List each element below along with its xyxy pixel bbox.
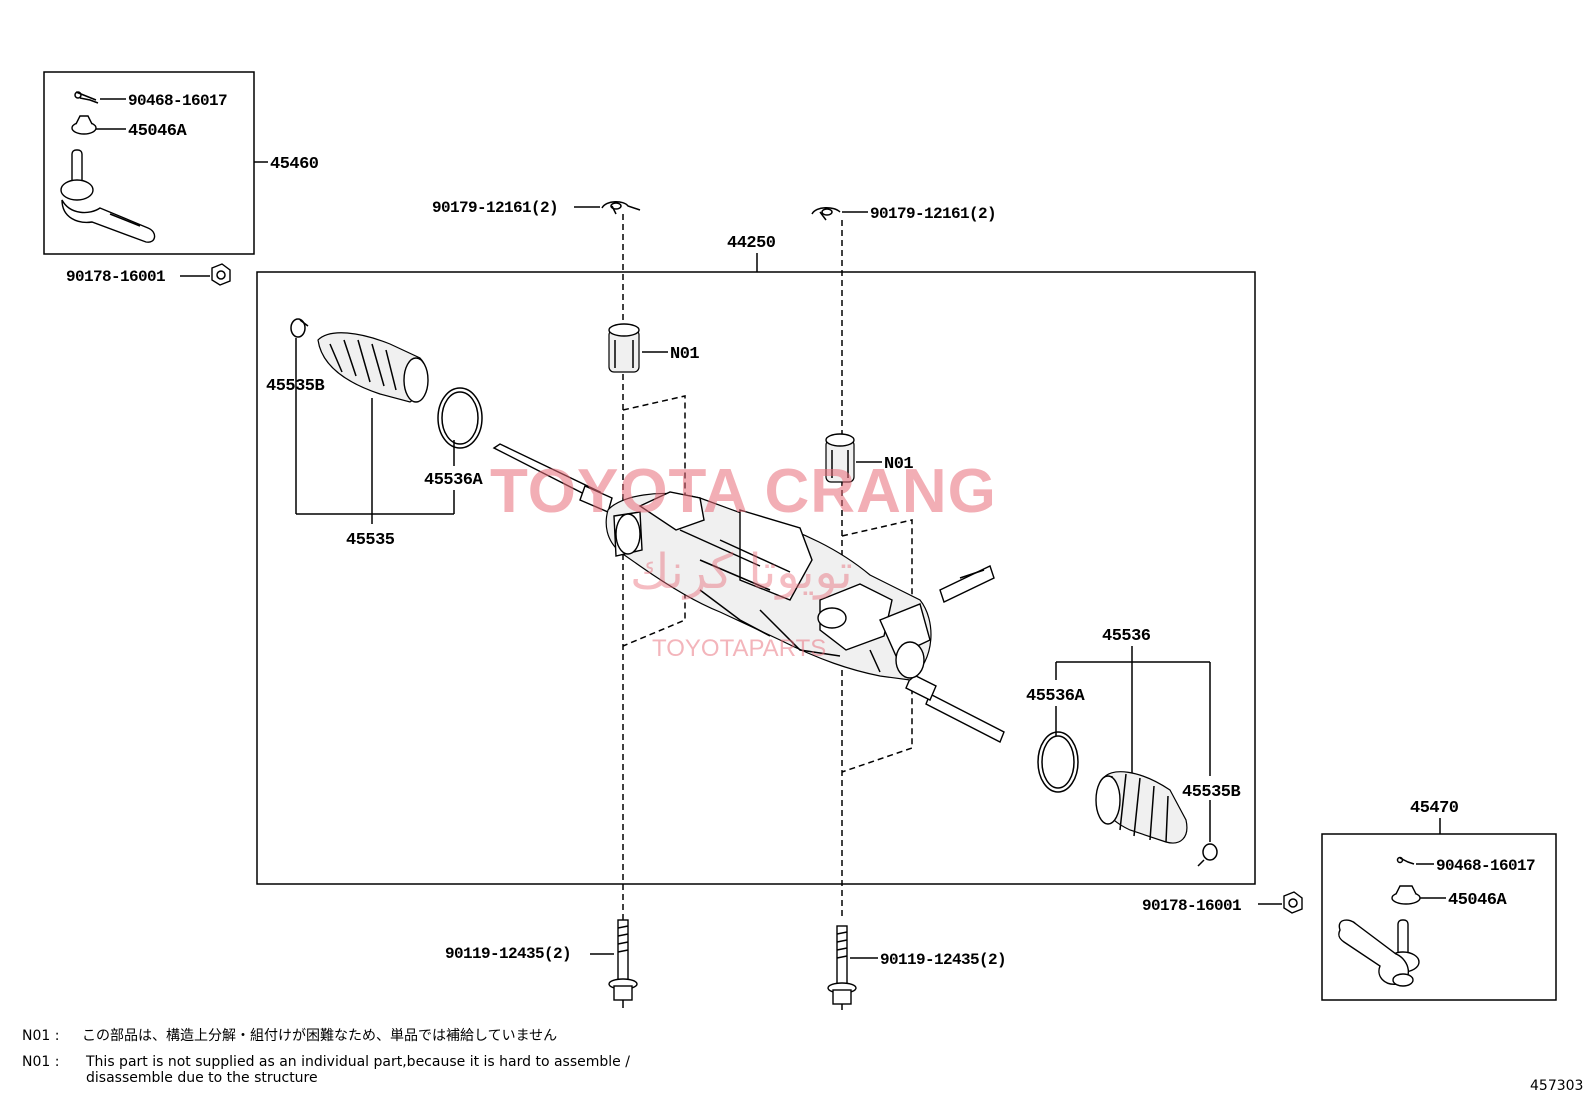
nut-right-group: 90178-16001: [1142, 891, 1303, 915]
bushing-upper-icon: [608, 323, 640, 373]
note-en-line1: This part is not supplied as an individu…: [85, 1054, 630, 1070]
band-left-label: 45536A: [424, 471, 484, 490]
boot-set-right-group: 45536 45536A 45535B: [1026, 627, 1241, 867]
note-jp-key: N01 :: [22, 1028, 59, 1044]
tie-rod-end-left-icon: [60, 149, 156, 243]
bushing-lower-icon: [825, 433, 855, 483]
hex-nut-right-icon: [1283, 891, 1303, 914]
watermark-site: TOYOTAPARTS: [652, 635, 826, 662]
cotter-pin-left-icon: [74, 91, 99, 104]
gear-assy-label: 44250: [727, 234, 776, 253]
figure-id: 457303: [1530, 1078, 1583, 1094]
bushing-lower-label: N01: [884, 455, 913, 474]
boot-set-left-group: 45535B 45536A 45535: [266, 318, 484, 550]
clip-left-group: 90179-12161(2): [432, 199, 641, 217]
band-left-icon: [437, 387, 483, 449]
tie-rod-end-left-box: [43, 71, 255, 255]
note-en-key: N01 :: [22, 1054, 59, 1070]
tie-rod-end-right-label: 45470: [1410, 799, 1459, 818]
watermark: TOYOTA CRANG تويوتا كرنك TOYOTAPARTS: [490, 457, 997, 662]
tie-rod-end-left-group: 90468-16017 45046A 45460: [43, 71, 319, 255]
boot-right-icon: [1095, 771, 1188, 844]
tie-rod-end-right-box: [1321, 833, 1557, 1001]
gear-assy-group: 44250: [256, 234, 1256, 885]
nut-right-label: 90178-16001: [1142, 897, 1241, 915]
castle-nut-right-label: 45046A: [1448, 891, 1508, 910]
clamp-right-label: 45535B: [1182, 783, 1241, 802]
bushing-upper-label: N01: [670, 345, 699, 364]
boot-set-right-label: 45536: [1102, 627, 1151, 646]
bushing-upper-group: N01: [608, 323, 700, 373]
clip-right-group: 90179-12161(2): [811, 205, 997, 223]
boot-left-icon: [317, 332, 429, 403]
castle-nut-left-icon: [71, 115, 97, 135]
note-en-line2: disassemble due to the structure: [86, 1070, 318, 1086]
castle-nut-left-label: 45046A: [128, 122, 188, 141]
clip-right-label: 90179-12161(2): [870, 205, 996, 223]
nut-left-label: 90178-16001: [66, 268, 165, 286]
hex-nut-left-icon: [211, 263, 231, 286]
clip-left-icon: [601, 201, 641, 215]
cotter-pin-right-icon: [1396, 856, 1415, 865]
band-right-icon: [1037, 731, 1079, 793]
watermark-arabic: تويوتا كرنك: [630, 544, 853, 600]
bolt-right-icon: [827, 925, 857, 1010]
bolt-right-group: 90119-12435(2): [827, 925, 1007, 1010]
gear-assy-box: [256, 271, 1256, 885]
bolt-left-group: 90119-12435(2): [445, 919, 638, 1008]
tie-rod-end-right-group: 45470 90468-16017 45046A: [1321, 799, 1557, 1001]
note-jp-text: この部品は、構造上分解・組付けが困難なため、単品では補給していません: [82, 1028, 557, 1044]
tie-rod-end-right-icon: [1338, 919, 1420, 987]
clip-left-label: 90179-12161(2): [432, 199, 558, 217]
clamp-right-icon: [1197, 843, 1218, 867]
bolt-left-label: 90119-12435(2): [445, 945, 571, 963]
nut-left-group: 90178-16001: [66, 263, 231, 286]
steering-rack-icon: [492, 443, 1005, 743]
footnotes: N01 : この部品は、構造上分解・組付けが困難なため、単品では補給していません…: [22, 1028, 630, 1086]
bolt-right-label: 90119-12435(2): [880, 951, 1006, 969]
watermark-brand: TOYOTA CRANG: [490, 457, 997, 526]
band-right-label: 45536A: [1026, 687, 1086, 706]
bushing-lower-group: N01: [825, 433, 914, 483]
clamp-left-icon: [290, 318, 309, 338]
castle-nut-right-icon: [1391, 885, 1421, 905]
cotter-pin-right-label: 90468-16017: [1436, 857, 1535, 875]
tie-rod-end-left-label: 45460: [270, 155, 319, 174]
boot-set-left-label: 45535: [346, 531, 395, 550]
clip-right-icon: [811, 207, 841, 221]
cotter-pin-left-label: 90468-16017: [128, 92, 227, 110]
bolt-left-icon: [608, 919, 638, 1008]
